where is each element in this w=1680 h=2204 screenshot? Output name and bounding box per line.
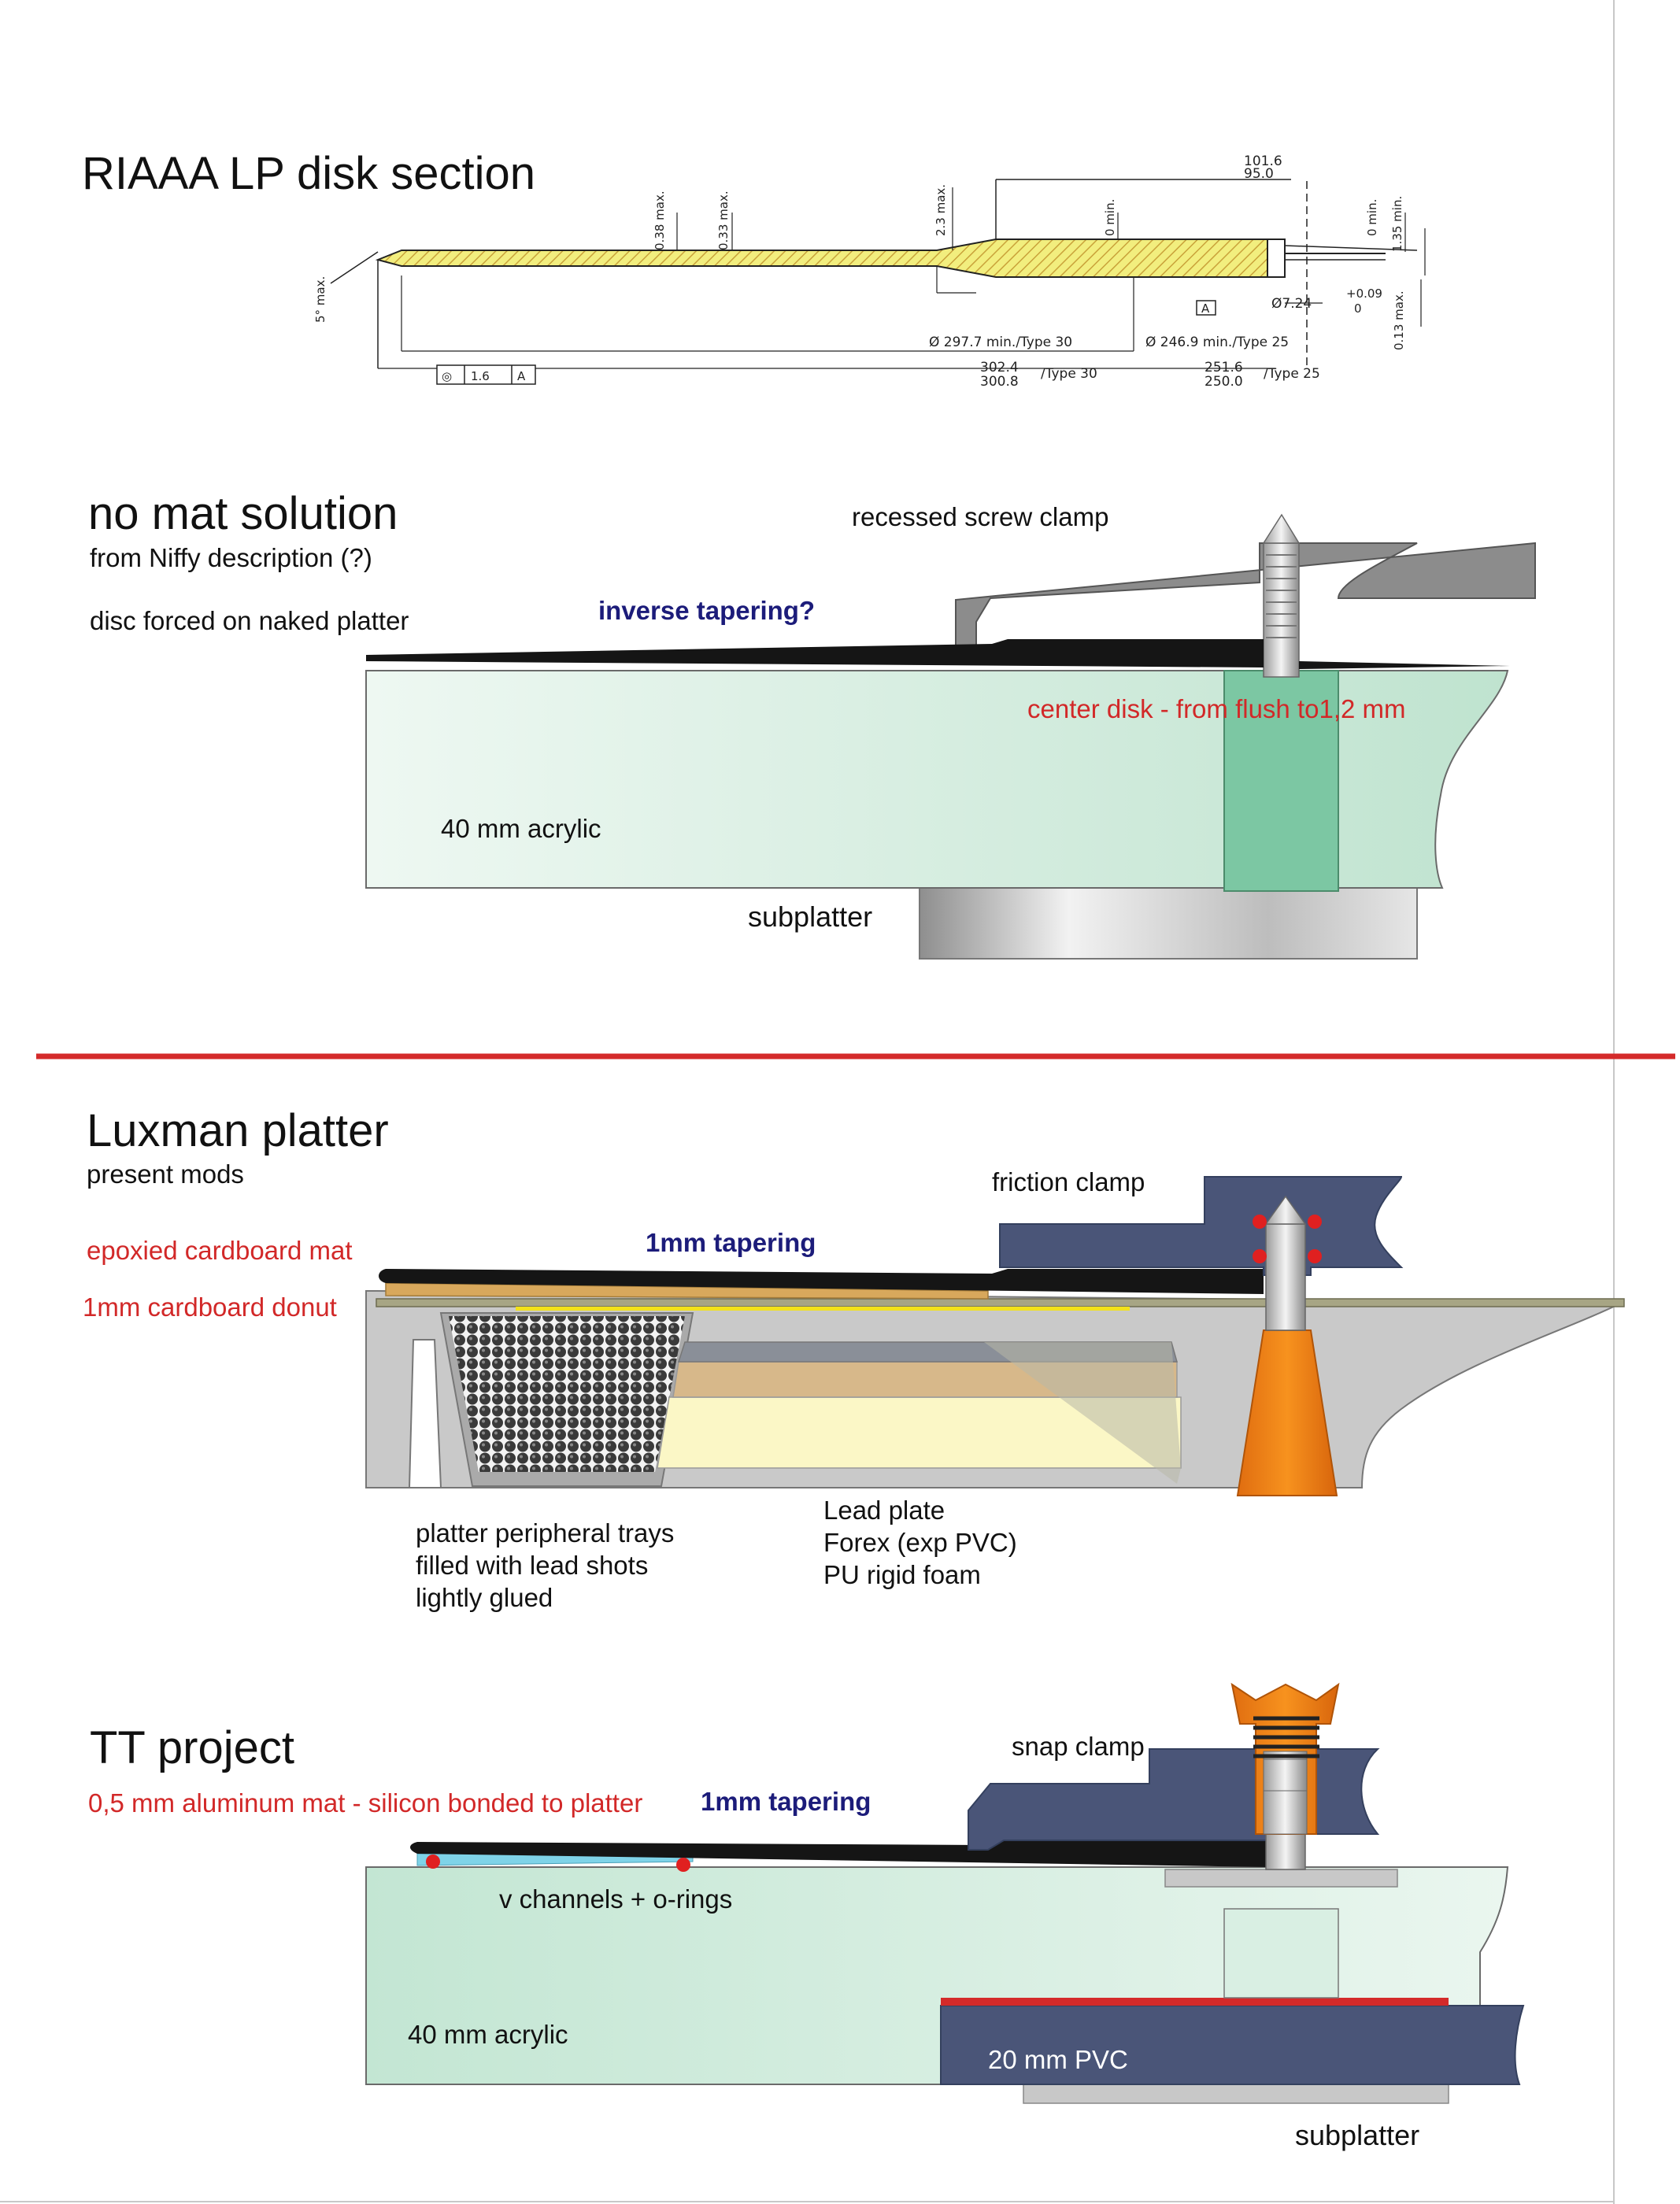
nomat-clamp-label: recessed screw clamp	[852, 502, 1108, 531]
tt-oring	[426, 1855, 440, 1869]
dim-type25: /Type 25	[1264, 366, 1320, 382]
riaa-title: RIAAA LP disk section	[82, 148, 535, 199]
nomat-tapering-label: inverse tapering?	[598, 596, 815, 625]
tol-box-symbol: ◎	[442, 369, 452, 383]
tt-tapering-label: 1mm tapering	[701, 1787, 871, 1816]
dim-d246: Ø 246.9 min./Type 25	[1145, 335, 1289, 350]
riaa-section: RIAAA LP disk section 101.6 95.0 0.38 ma…	[82, 148, 1426, 390]
luxman-donut-label: 1mm cardboard donut	[83, 1292, 337, 1322]
luxman-oring	[1253, 1215, 1267, 1229]
dim-d251: 251.6	[1204, 360, 1243, 375]
nomat-acrylic-platter	[365, 670, 1509, 889]
tt-pvc-block	[940, 2005, 1525, 2085]
dim-t013: 0.13 max.	[1392, 290, 1406, 350]
luxman-tapering-label: 1mm tapering	[646, 1228, 816, 1257]
dim-t038: 0.38 max.	[653, 190, 667, 250]
dim-d95: 95.0	[1244, 166, 1274, 182]
tt-vinyl-disc	[410, 1840, 1267, 1867]
luxman-trays-line-3: lightly glued	[416, 1583, 553, 1612]
luxman-oring	[1308, 1215, 1322, 1229]
luxman-trays-line-1: platter peripheral trays	[416, 1518, 674, 1548]
nomat-screw	[1263, 542, 1300, 678]
luxman-vinyl-disc	[379, 1269, 1264, 1294]
dim-angle: 5° max.	[313, 276, 327, 323]
lp-disk-hub	[1267, 239, 1286, 278]
nomat-section: no mat solution from Niffy description (…	[88, 488, 1536, 960]
luxman-layer-foam: PU rigid foam	[823, 1560, 981, 1589]
luxman-oring	[1253, 1249, 1267, 1263]
tt-red-bond-layer	[941, 1998, 1449, 2006]
nomat-subplatter-label: subplatter	[748, 900, 872, 933]
tt-oring	[676, 1858, 690, 1872]
tt-snap-spring	[1253, 1716, 1319, 1758]
dim-type30: /Type 30	[1041, 366, 1097, 382]
dim-t033: 0.33 max.	[716, 190, 731, 250]
tt-title: TT project	[90, 1722, 294, 1773]
luxman-oring	[1308, 1249, 1322, 1263]
luxman-subtitle: present mods	[87, 1159, 244, 1189]
nomat-note: disc forced on naked platter	[90, 606, 409, 635]
luxman-recess-shade	[984, 1342, 1181, 1484]
dim-t23: 2.3 max.	[934, 184, 948, 236]
luxman-mat-label: epoxied cardboard mat	[87, 1236, 353, 1265]
tt-bearing-plate	[1164, 1869, 1398, 1888]
dim-t0min-b: 0 min.	[1365, 199, 1379, 236]
luxman-layer-lead: Lead plate	[823, 1496, 945, 1525]
luxman-spindle	[1265, 1223, 1306, 1331]
dim-t0min-a: 0 min.	[1103, 199, 1117, 236]
tt-clamp-label: snap clamp	[1012, 1732, 1145, 1761]
nomat-vinyl-disc	[366, 639, 1264, 667]
dim-t135: 1.35 min.	[1390, 196, 1404, 252]
nomat-subtitle: from Niffy description (?)	[90, 543, 372, 572]
luxman-trays-line-2: filled with lead shots	[416, 1551, 648, 1580]
luxman-clamp-label: friction clamp	[992, 1167, 1145, 1196]
nomat-acrylic-label: 40 mm acrylic	[441, 814, 601, 843]
dim-d297: Ø 297.7 min./Type 30	[929, 335, 1072, 350]
tt-acrylic-label: 40 mm acrylic	[408, 2020, 568, 2049]
tt-pvc-label: 20 mm PVC	[988, 2045, 1128, 2074]
nomat-title: no mat solution	[88, 488, 398, 539]
nomat-center-disk-label: center disk - from flush to1,2 mm	[1027, 694, 1405, 723]
dim-d302: 302.4	[980, 360, 1019, 375]
luxman-section: Luxman platter present mods epoxied card…	[83, 1105, 1625, 1612]
lp-disk-profile	[375, 239, 1280, 278]
luxman-title: Luxman platter	[87, 1105, 389, 1156]
tt-mat-label: 0,5 mm aluminum mat - silicon bonded to …	[88, 1788, 642, 1818]
luxman-yellow-strip	[516, 1307, 1130, 1311]
dim-d250: 250.0	[1204, 374, 1243, 390]
luxman-cardboard-donut	[376, 1298, 1625, 1307]
dim-datum: A	[1201, 301, 1210, 316]
dim-hole-tol-a: +0.09	[1346, 287, 1382, 301]
luxman-layer-forex: Forex (exp PVC)	[823, 1528, 1017, 1557]
nomat-center-disk	[1223, 670, 1339, 892]
nomat-subplatter	[919, 887, 1418, 960]
dim-d300: 300.8	[980, 374, 1019, 390]
tt-section: TT project 0,5 mm aluminum mat - silicon…	[88, 1682, 1525, 2151]
tt-center-insert	[1223, 1908, 1339, 1999]
dim-d101: 101.6	[1244, 153, 1282, 169]
tol-box-value: 1.6	[471, 369, 490, 383]
luxman-lead-shots	[449, 1316, 685, 1472]
tt-subplatter-label: subplatter	[1295, 2119, 1419, 2151]
tol-box-datum: A	[517, 369, 526, 383]
tt-channels-label: v channels + o-rings	[499, 1884, 732, 1914]
luxman-cardboard-mat	[385, 1282, 989, 1300]
dim-hole-tol-b: 0	[1354, 301, 1362, 316]
dim-hole: Ø7.24	[1271, 296, 1312, 312]
nomat-screw-clamp	[955, 542, 1536, 649]
